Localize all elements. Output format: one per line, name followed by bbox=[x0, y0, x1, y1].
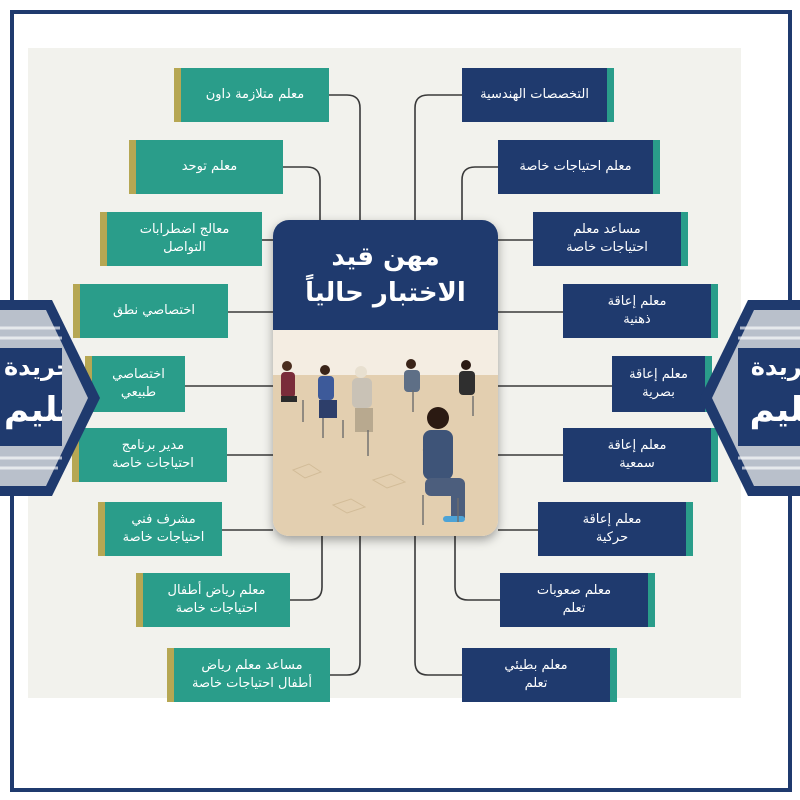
right-logo-text: جريدة تعليم bbox=[738, 348, 800, 446]
left-item-3: معالج اضطرابات التواصل bbox=[100, 212, 262, 266]
right-item-5: معلم إعاقة بصرية bbox=[612, 356, 712, 412]
left-item-8: معلم رياض أطفال احتياجات خاصة bbox=[136, 573, 290, 627]
right-item-7: معلم إعاقة حركية bbox=[538, 502, 693, 556]
right-logo-badge bbox=[700, 300, 800, 496]
left-item-1: معلم متلازمة داون bbox=[174, 68, 329, 122]
right-item-4: معلم إعاقة ذهنية bbox=[563, 284, 718, 338]
title-line-2: الاختبار حالياً bbox=[305, 278, 466, 308]
right-item-2: معلم احتياجات خاصة bbox=[498, 140, 660, 194]
left-logo-text: جريدة تعليم bbox=[0, 348, 62, 446]
right-item-9: معلم بطيئي تعلم bbox=[462, 648, 617, 702]
right-item-6: معلم إعاقة سمعية bbox=[563, 428, 718, 482]
exam-hall-photo bbox=[273, 330, 498, 536]
left-item-9: مساعد معلم رياض أطفال احتياجات خاصة bbox=[167, 648, 330, 702]
left-item-7: مشرف فني احتياجات خاصة bbox=[98, 502, 222, 556]
left-item-6: مدير برنامج احتياجات خاصة bbox=[72, 428, 227, 482]
left-item-4: اختصاصي نطق bbox=[73, 284, 228, 338]
left-logo-badge bbox=[0, 300, 100, 496]
right-item-3: مساعد معلم احتياجات خاصة bbox=[533, 212, 688, 266]
right-logo-line-2: تعليم bbox=[749, 390, 800, 430]
center-title: مهن قيد الاختبار حالياً bbox=[273, 220, 498, 330]
right-item-1: التخصصات الهندسية bbox=[462, 68, 614, 122]
left-logo-line-1: جريدة bbox=[4, 353, 62, 381]
title-line-1: مهن قيد bbox=[331, 242, 440, 272]
right-logo-line-1: جريدة bbox=[750, 353, 800, 381]
center-card: مهن قيد الاختبار حالياً bbox=[273, 220, 498, 536]
right-item-8: معلم صعوبات تعلم bbox=[500, 573, 655, 627]
left-item-5: اختصاصي طبيعي bbox=[85, 356, 185, 412]
left-item-2: معلم توحد bbox=[129, 140, 283, 194]
left-logo-line-2: تعليم bbox=[4, 390, 62, 430]
